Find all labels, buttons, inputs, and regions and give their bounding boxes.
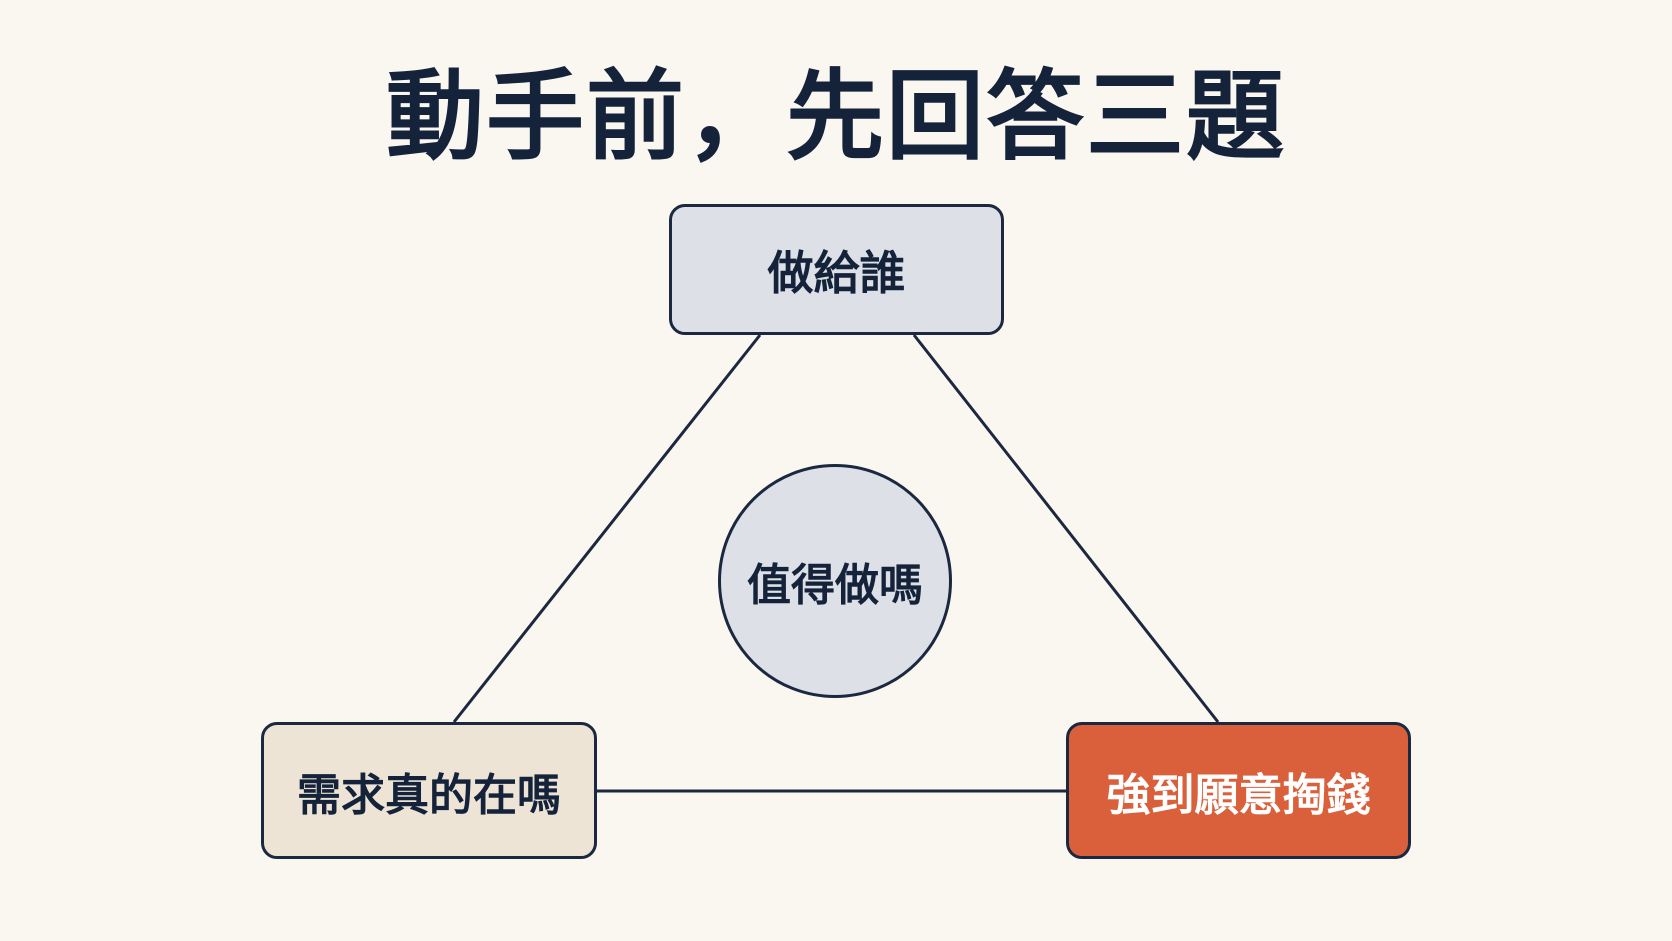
node-willing-to-pay-label: 強到願意掏錢 (1106, 769, 1371, 821)
node-who-for-label: 做給誰 (767, 245, 906, 300)
node-demand-real: 需求真的在嗎 (261, 722, 597, 859)
connector-top-left (452, 334, 762, 723)
center-worth-doing: 值得做嗎 (718, 464, 952, 698)
node-who-for: 做給誰 (669, 204, 1004, 335)
page-title: 動手前，先回答三題 (385, 60, 1286, 174)
connector-top-right (912, 334, 1220, 723)
node-willing-to-pay: 強到願意掏錢 (1066, 722, 1411, 859)
center-worth-doing-label: 值得做嗎 (747, 560, 923, 611)
node-demand-real-label: 需求真的在嗎 (297, 769, 561, 821)
